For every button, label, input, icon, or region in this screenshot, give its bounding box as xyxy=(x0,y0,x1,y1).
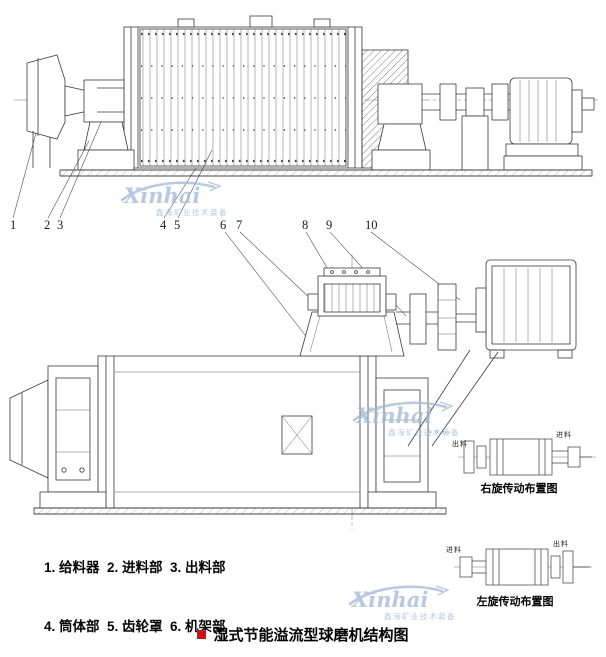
mini-transmission-diagrams xyxy=(454,438,596,586)
part-number-label: 2 xyxy=(44,218,51,232)
part-number-label: 6 xyxy=(220,218,227,232)
drawing-title: 湿式节能溢流型球磨机结构图 xyxy=(0,624,606,645)
parts-legend: 1. 给料器 2. 进料部 3. 出料部 4. 筒体部 5. 齿轮罩 6. 机架… xyxy=(44,519,266,657)
part-number-label: 9 xyxy=(326,218,333,232)
part-number-label: 10 xyxy=(365,218,378,232)
mini-left-feed-label: 进料 xyxy=(446,547,462,554)
part-number-label: 1 xyxy=(10,218,17,232)
top-view xyxy=(14,15,598,177)
legend-line: 4. 筒体部 5. 齿轮罩 6. 机架部 xyxy=(44,618,226,634)
mini-right-feed-label: 进料 xyxy=(556,432,572,439)
part-number-label: 3 xyxy=(57,218,64,232)
part-number-label: 4 xyxy=(160,218,167,232)
part-number-label: 5 xyxy=(174,218,181,232)
mini-right-discharge-label: 出料 xyxy=(452,441,468,448)
part-number-label: 7 xyxy=(236,218,243,232)
mini-right-caption: 右旋传动布置图 xyxy=(480,483,558,495)
mini-left-discharge-label: 出料 xyxy=(553,541,569,548)
mini-left-caption: 左旋传动布置图 xyxy=(476,596,554,608)
drawing-title-text: 湿式节能溢流型球磨机结构图 xyxy=(213,627,409,644)
bottom-view xyxy=(9,254,577,530)
part-number-label: 8 xyxy=(302,218,309,232)
legend-line: 1. 给料器 2. 进料部 3. 出料部 xyxy=(44,560,226,575)
red-square-bullet-icon xyxy=(197,630,207,639)
